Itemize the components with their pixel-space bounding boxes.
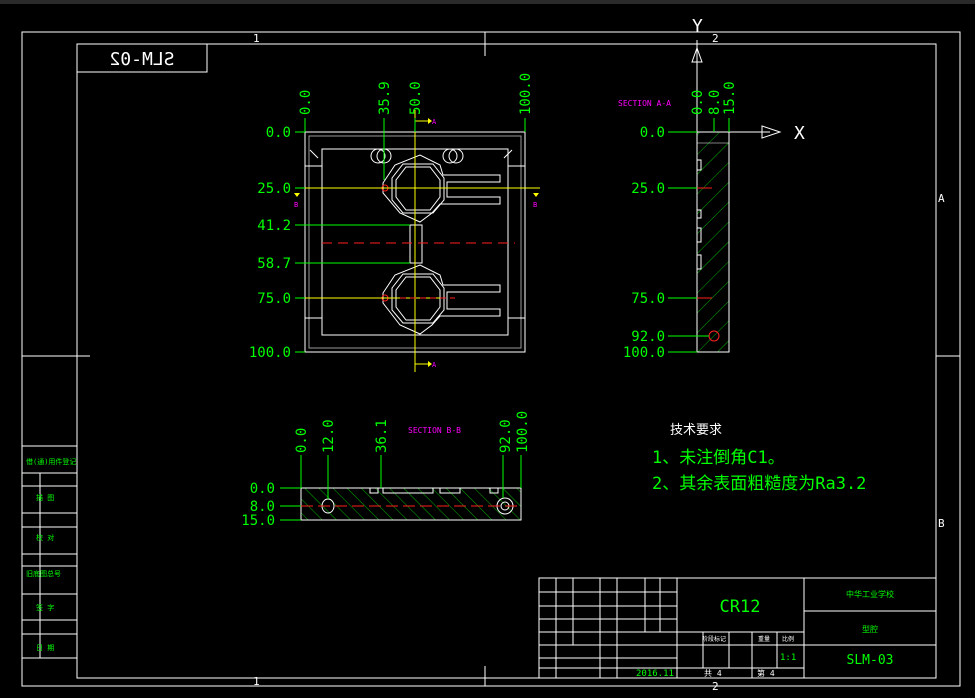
section-mark-a-bottom: A	[432, 361, 437, 369]
tech-heading: 技术要求	[670, 423, 722, 438]
top-dim-v-2: 41.2	[257, 218, 291, 234]
axis-y-label: Y	[692, 16, 703, 37]
bb-dim-h-2: 36.1	[374, 419, 390, 453]
material: CR12	[720, 597, 761, 617]
aa-dim-v-3: 92.0	[631, 329, 665, 345]
bb-dim-h-4: 100.0	[515, 411, 531, 453]
top-dim-h-1: 35.9	[377, 81, 393, 115]
section-mark-a-top: A	[432, 118, 437, 126]
aa-dim-h-2: 15.0	[722, 81, 738, 115]
sheet-number: 第 4	[757, 668, 775, 678]
top-dim-h-3: 100.0	[518, 73, 534, 115]
section-aa: SECTION A-A Y X 0.0 25.0 75.0 92.0 100.0…	[618, 16, 805, 361]
label-stage: 阶段标记	[702, 635, 726, 643]
side-table: 借(通)用件登记 描 图 校 对 旧底图总号 签 字 日 期	[21, 445, 78, 659]
side-table-cell-0: 借(通)用件登记	[26, 457, 76, 466]
scale-value: 1:1	[780, 653, 796, 663]
top-dim-v-5: 100.0	[249, 345, 291, 361]
side-table-cell-5: 日 期	[36, 644, 54, 652]
aa-dim-v-0: 0.0	[640, 125, 665, 141]
title-block: CR12 中华工业学校 型腔 SLM-03 阶段标记 重量 比例 1:1 201…	[538, 577, 937, 679]
side-table-cell-2: 校 对	[36, 533, 54, 542]
section-aa-title: SECTION A-A	[618, 99, 671, 108]
title-strip	[0, 0, 975, 4]
bb-dim-v-0: 0.0	[250, 481, 275, 497]
date: 2016.11	[636, 669, 674, 679]
side-table-cell-3: 旧底图总号	[26, 569, 61, 578]
aa-dim-h-1: 8.0	[707, 90, 723, 115]
zone-top-1: 1	[253, 32, 260, 45]
tech-line-2: 2、其余表面粗糙度为Ra3.2	[652, 474, 866, 494]
section-bb: SECTION B-B 0.0 8.0 15.0 0.0 12.0 36.1 9…	[241, 411, 531, 529]
tech-line-1: 1、未注倒角C1。	[652, 448, 785, 468]
tech-requirements: 技术要求 1、未注倒角C1。 2、其余表面粗糙度为Ra3.2	[652, 423, 866, 494]
label-weight: 重量	[758, 635, 770, 643]
top-view: A A B B 0.0 25.0 41.2 58.7 75.0 100.0 0.…	[249, 73, 540, 372]
bb-dim-v-1: 8.0	[250, 499, 275, 515]
zone-right-a: A	[938, 192, 945, 205]
zone-top-2: 2	[712, 32, 719, 45]
section-bb-title: SECTION B-B	[408, 426, 461, 435]
mirrored-code-box	[76, 43, 208, 73]
top-dim-v-0: 0.0	[266, 125, 291, 141]
aa-dim-v-4: 100.0	[623, 345, 665, 361]
mirrored-code: SLM-02	[109, 49, 174, 70]
inner-frame	[76, 43, 937, 679]
label-scale: 比例	[782, 635, 794, 643]
school-name: 中华工业学校	[846, 589, 894, 599]
zone-right-b: B	[938, 517, 945, 530]
side-table-cell-4: 签 字	[36, 603, 54, 612]
zone-bottom-2: 2	[712, 680, 719, 693]
outer-frame	[21, 31, 961, 687]
top-dim-v-1: 25.0	[257, 181, 291, 197]
section-mark-b-right: B	[533, 201, 537, 209]
bb-dim-h-0: 0.0	[294, 428, 310, 453]
part-name: 型腔	[862, 624, 878, 634]
bb-dim-h-1: 12.0	[321, 419, 337, 453]
aa-dim-v-1: 25.0	[631, 181, 665, 197]
top-dim-v-4: 75.0	[257, 291, 291, 307]
axis-x-label: X	[794, 123, 805, 144]
bb-dim-v-2: 15.0	[241, 513, 275, 529]
aa-dim-h-0: 0.0	[690, 90, 706, 115]
bb-dim-h-3: 92.0	[498, 419, 514, 453]
top-dim-h-0: 0.0	[298, 90, 314, 115]
drawing-number: SLM-03	[847, 653, 894, 668]
section-mark-b-left: B	[294, 201, 298, 209]
sheet-total: 共 4	[704, 669, 722, 678]
top-dim-v-3: 58.7	[257, 256, 291, 272]
aa-dim-v-2: 75.0	[631, 291, 665, 307]
top-dim-h-2: 50.0	[408, 81, 424, 115]
side-table-cell-1: 描 图	[36, 493, 54, 502]
zone-bottom-1: 1	[253, 675, 260, 688]
